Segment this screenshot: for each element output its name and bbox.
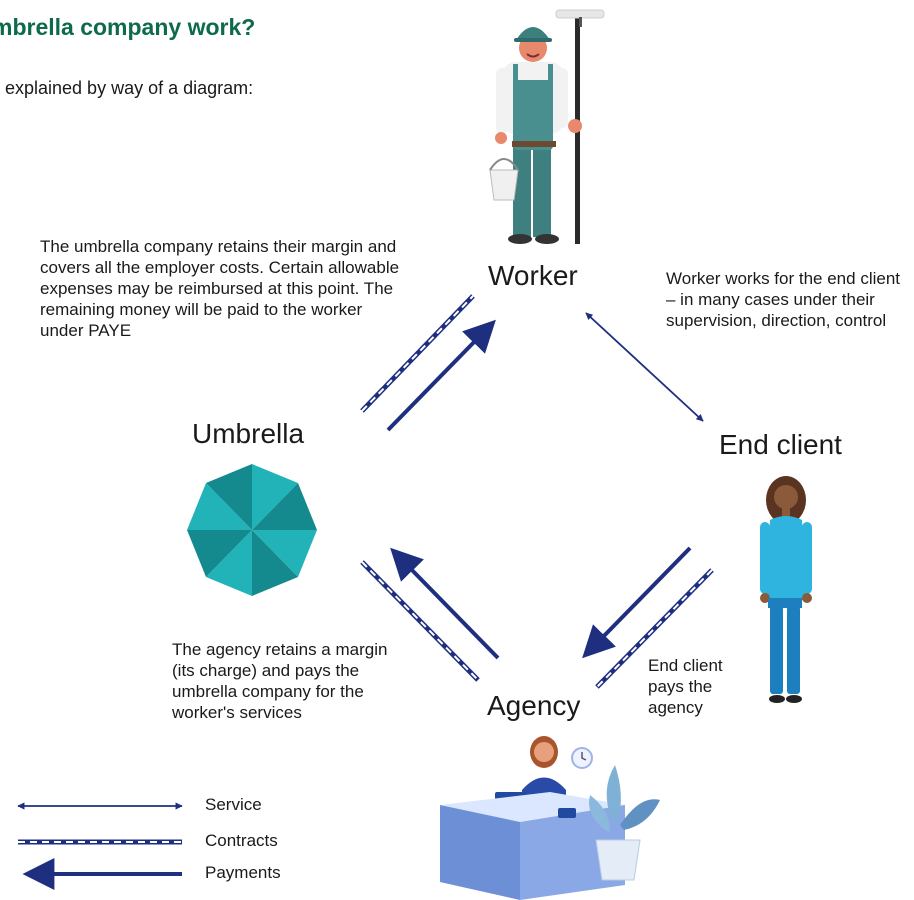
umbrella-icon: [187, 464, 317, 596]
legend-contracts-label: Contracts: [205, 831, 278, 850]
end-client-illustration-icon: [760, 476, 812, 703]
agency-illustration-icon: [440, 736, 660, 900]
end-client-label: End client: [719, 429, 842, 460]
payment-arrow-agency-umbrella: [390, 547, 500, 660]
umbrella-to-worker-description: The umbrella company retains their margi…: [40, 237, 400, 340]
end-client-to-agency-description: End client pays the agency: [648, 656, 723, 717]
service-arrow-worker-end-client: [585, 312, 704, 422]
payment-arrow-umbrella-worker: [386, 319, 496, 432]
legend-payments-label: Payments: [205, 863, 281, 882]
worker-illustration-icon: [489, 9, 605, 244]
page-heading: mbrella company work?: [0, 14, 256, 40]
payment-arrow-end-client-agency: [582, 546, 692, 659]
intro-text: r explained by way of a diagram:: [0, 78, 254, 98]
agency-to-umbrella-description: The agency retains a margin (its charge)…: [172, 640, 388, 722]
contract-line-end-client-agency: [595, 568, 714, 689]
worker-label: Worker: [488, 260, 578, 291]
legend-service-label: Service: [205, 795, 262, 814]
agency-label: Agency: [487, 690, 581, 721]
contract-line-agency-umbrella: [360, 560, 480, 682]
contract-line-umbrella-worker: [360, 294, 475, 413]
umbrella-label: Umbrella: [192, 418, 305, 449]
worker-end-client-description: Worker works for the end client – in man…: [666, 269, 900, 330]
